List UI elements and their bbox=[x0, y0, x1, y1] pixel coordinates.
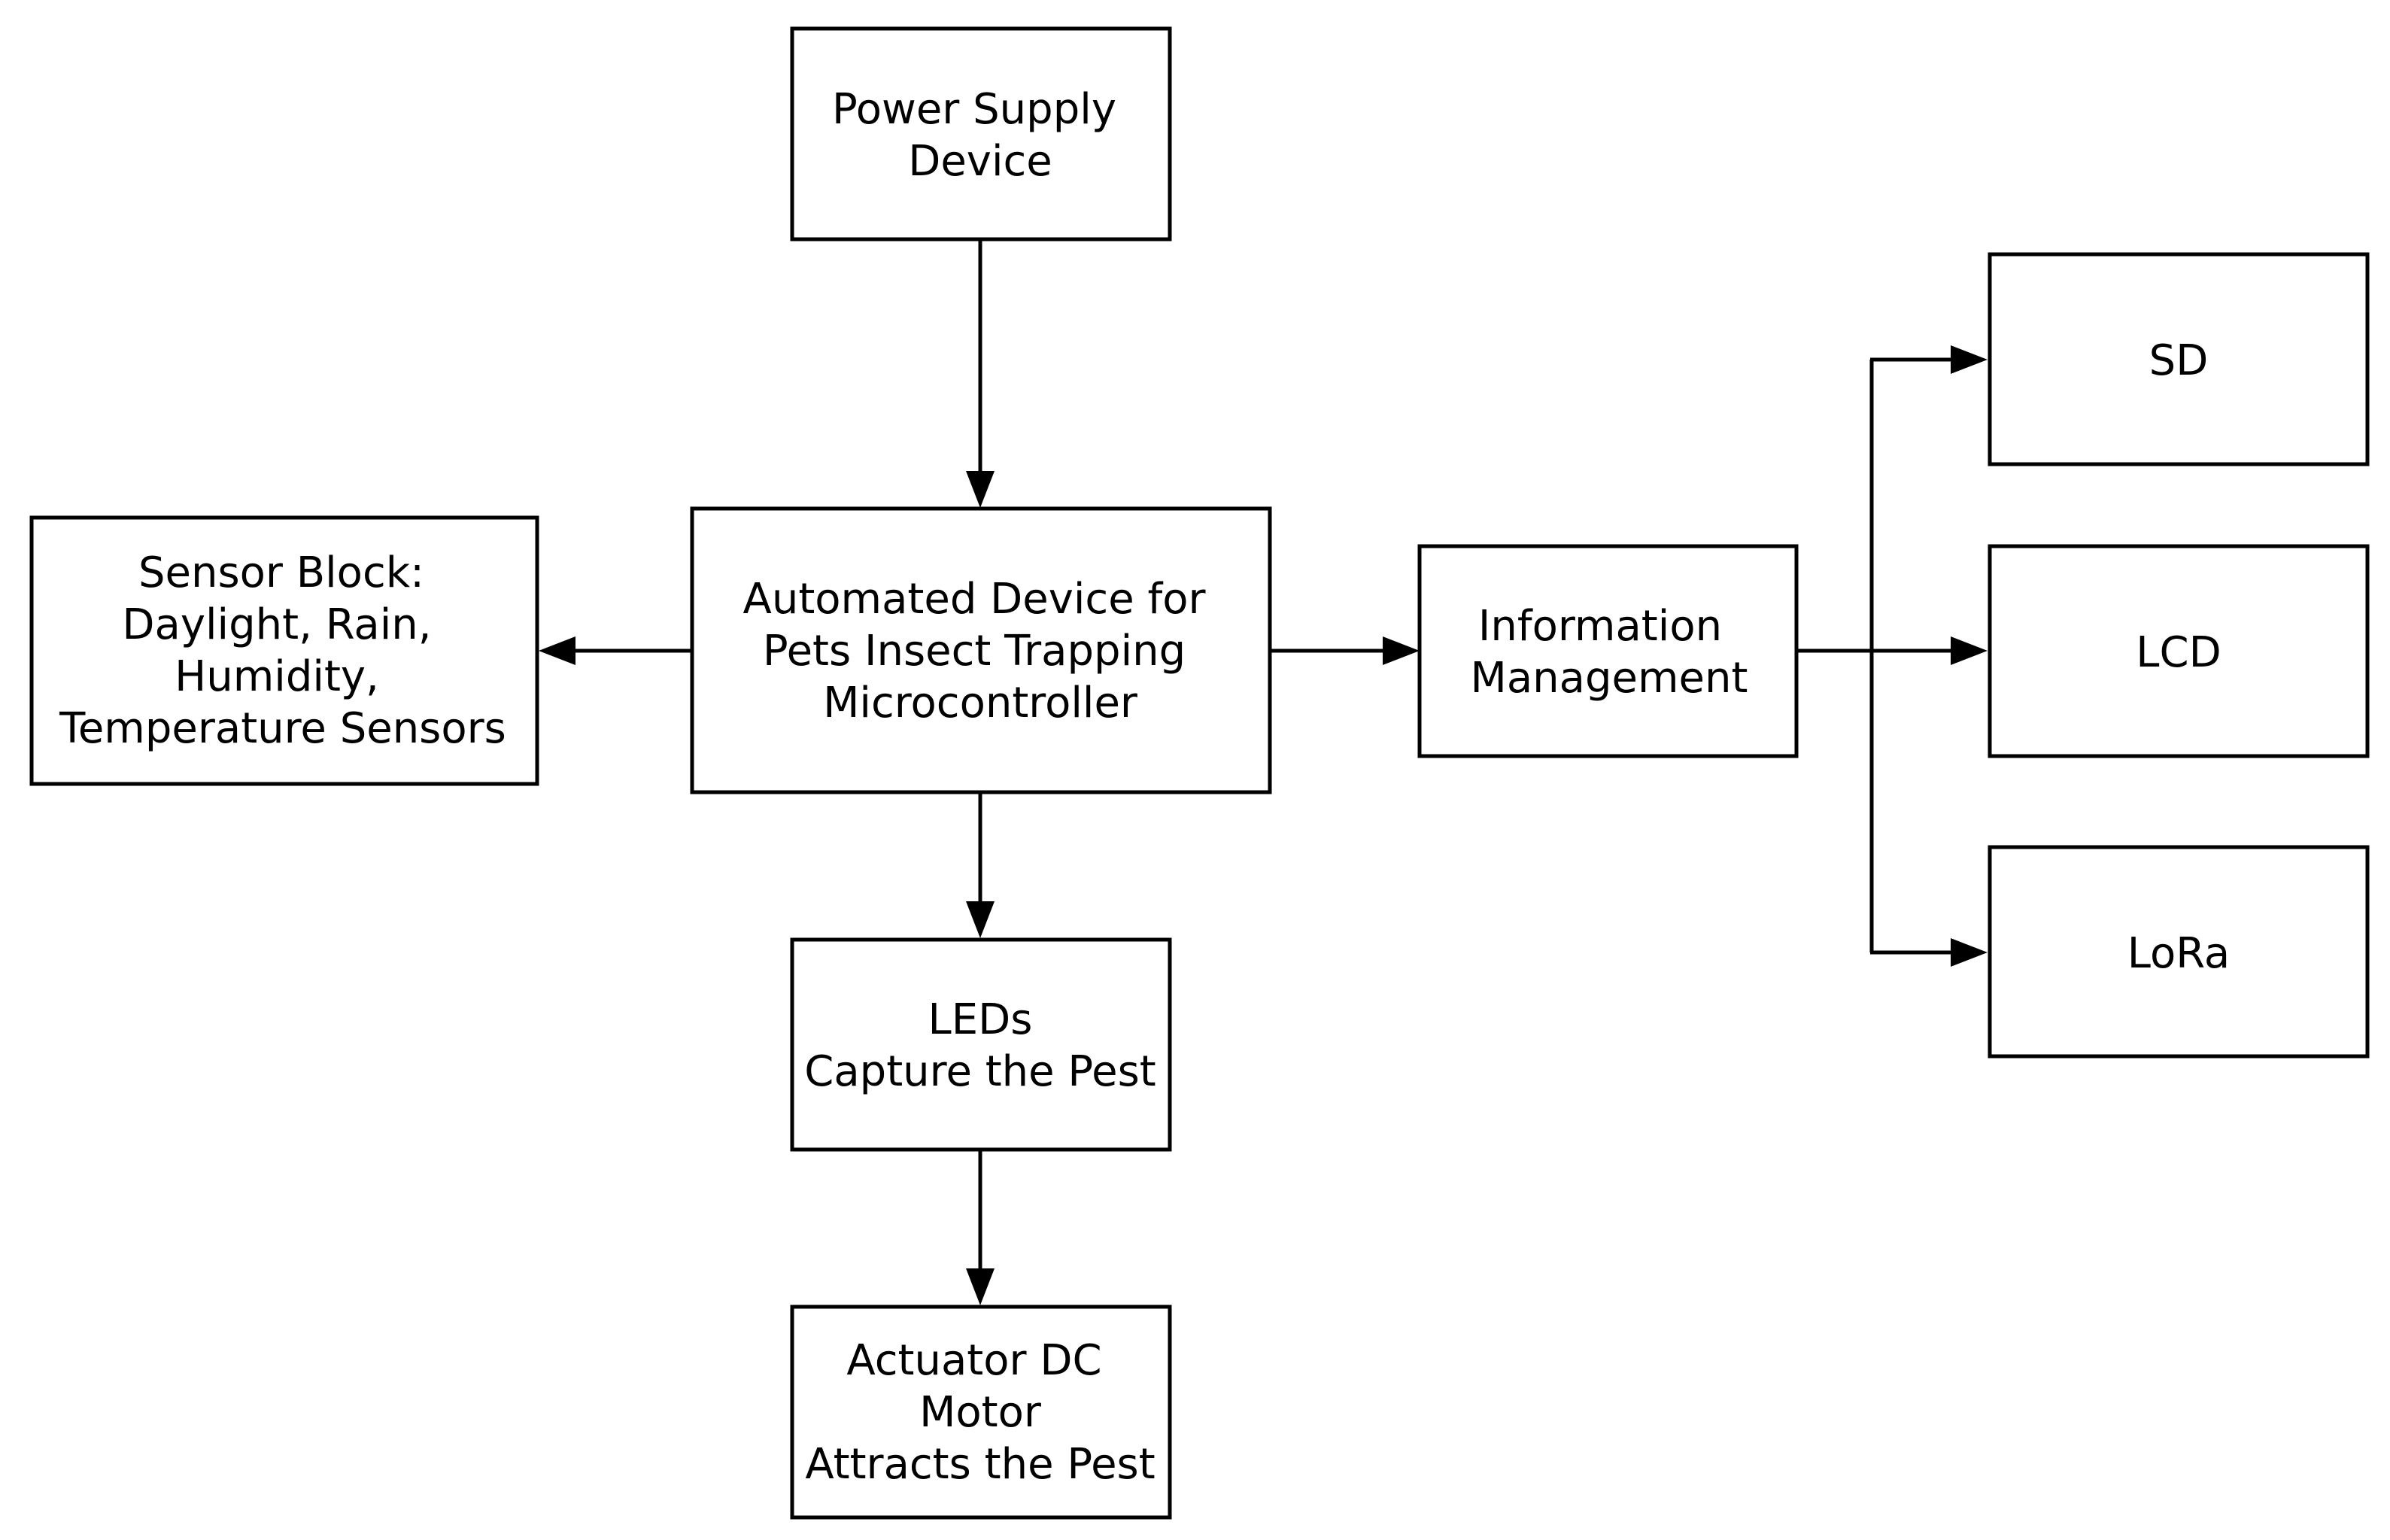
node-sensor-block-line-4: Temperature Sensors bbox=[59, 704, 506, 753]
node-microcontroller-line-2: Pets Insect Trapping bbox=[763, 627, 1186, 676]
node-power-supply-line-1: Power Supply bbox=[832, 85, 1116, 134]
connectors bbox=[539, 239, 1988, 1305]
arrowhead-microcontroller-to-leds bbox=[966, 901, 995, 938]
node-actuator-line-1: Actuator DC bbox=[846, 1336, 1101, 1385]
arrowhead-microcontroller-to-information bbox=[1383, 636, 1420, 665]
node-sensor-block-line-2: Daylight, Rain, bbox=[122, 600, 431, 649]
node-leds: LEDs Capture the Pest bbox=[790, 937, 1172, 1152]
node-actuator-line-3: Attracts the Pest bbox=[805, 1440, 1155, 1489]
node-power-supply: Power Supply Device bbox=[790, 26, 1172, 241]
node-lora-line-1: LoRa bbox=[2127, 929, 2230, 978]
arrowhead-information-to-lcd bbox=[1951, 636, 1988, 665]
node-actuator-line-2: Motor bbox=[919, 1388, 1042, 1437]
node-sd: SD bbox=[1988, 252, 2370, 466]
arrowhead-information-to-sd bbox=[1951, 345, 1988, 374]
node-sensor-block-line-1: Sensor Block: bbox=[138, 548, 424, 597]
node-actuator: Actuator DC Motor Attracts the Pest bbox=[790, 1305, 1172, 1520]
node-lcd: LCD bbox=[1988, 544, 2370, 758]
node-microcontroller-line-3: Microcontroller bbox=[823, 679, 1138, 727]
node-lcd-line-1: LCD bbox=[2136, 628, 2221, 677]
node-microcontroller-line-1: Automated Device for bbox=[743, 575, 1207, 624]
node-lora: LoRa bbox=[1988, 845, 2370, 1059]
node-sensor-block-line-3: Humidity, bbox=[175, 652, 379, 701]
node-power-supply-line-2: Device bbox=[908, 137, 1052, 186]
node-leds-line-2: Capture the Pest bbox=[804, 1047, 1156, 1096]
node-leds-line-1: LEDs bbox=[928, 995, 1033, 1044]
node-sensor-block: Sensor Block: Daylight, Rain, Humidity, … bbox=[29, 515, 539, 786]
node-sd-line-1: SD bbox=[2149, 336, 2209, 385]
node-information-management: Information Management bbox=[1417, 544, 1799, 758]
arrowhead-leds-to-actuator bbox=[966, 1268, 995, 1305]
node-information-management-line-2: Management bbox=[1471, 654, 1748, 703]
node-information-management-line-1: Information bbox=[1478, 602, 1722, 651]
arrowhead-microcontroller-to-sensor bbox=[539, 636, 575, 665]
arrowhead-power-to-microcontroller bbox=[966, 471, 995, 508]
arrowhead-information-to-lora bbox=[1951, 938, 1988, 967]
node-microcontroller: Automated Device for Pets Insect Trappin… bbox=[690, 506, 1272, 794]
